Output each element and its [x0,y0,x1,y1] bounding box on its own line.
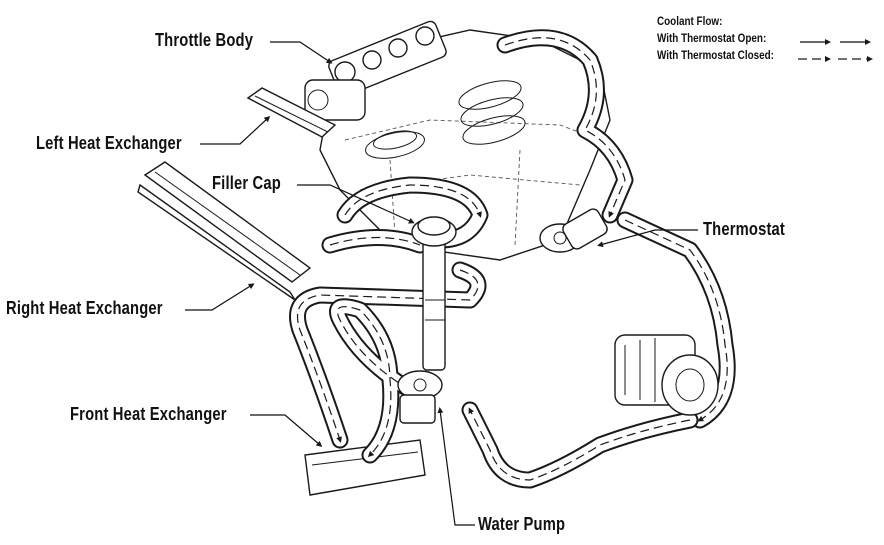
throttle-body [304,20,447,121]
water-pump [397,370,443,424]
alternator [614,334,719,416]
left-heat-exchanger [246,87,337,138]
label-throttle-body: Throttle Body [155,30,254,50]
legend-open-label: With Thermostat Open: [657,33,767,45]
leader-lines [185,41,698,526]
legend-closed-label: With Thermostat Closed: [657,50,774,62]
label-front-heat-exchanger: Front Heat Exchanger [70,404,227,424]
engine-block [319,29,611,261]
coolant-pipes [289,29,736,489]
legend-samples [798,39,873,62]
label-filler-cap: Filler Cap [212,173,281,193]
label-left-heat-exchanger: Left Heat Exchanger [36,133,182,153]
label-thermostat: Thermostat [703,219,786,239]
coolant-flow-legend: Coolant Flow: With Thermostat Open: With… [657,14,774,65]
label-water-pump: Water Pump [478,514,566,534]
filler-cap [411,216,457,371]
thermostat-housing [539,208,608,253]
legend-title: Coolant Flow: [657,16,723,28]
label-right-heat-exchanger: Right Heat Exchanger [6,298,163,318]
